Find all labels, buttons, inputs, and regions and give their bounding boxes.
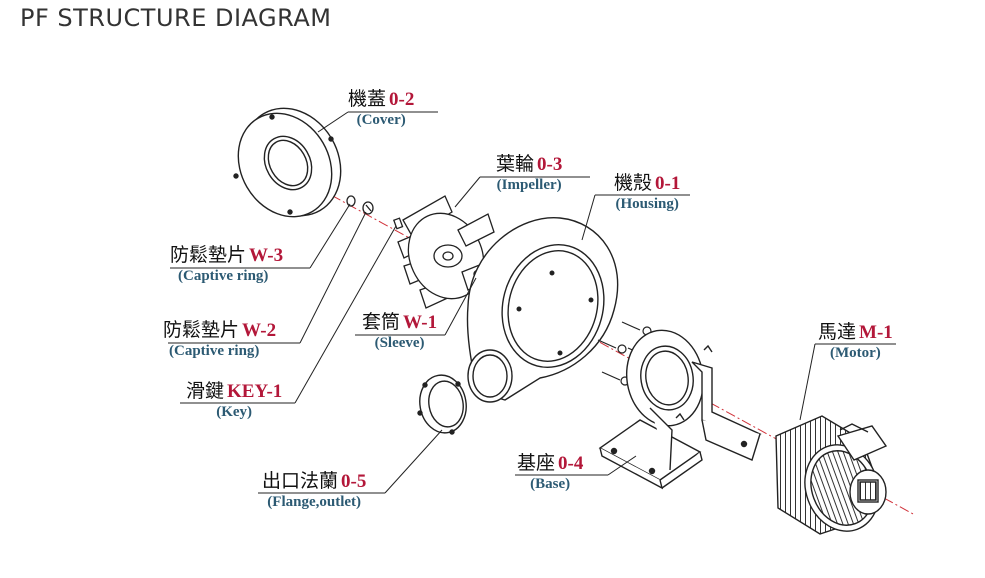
label-cover-en: (Cover) [356,112,406,128]
label-key-code: KEY-1 [227,381,283,402]
label-sleeve-zh: 套筒 [362,311,401,333]
label-sleeve-code: W-1 [403,312,438,333]
label-sleeve-en: (Sleeve) [374,335,425,351]
label-impeller-code: 0-3 [537,154,563,175]
label-captive-ring-2-zh: 防鬆墊片 [163,319,240,341]
label-captive-ring-2-en: (Captive ring) [169,343,260,359]
label-impeller-zh: 葉輪 [496,153,535,175]
page-title: PF STRUCTURE DIAGRAM [20,4,332,32]
motor-part [775,415,888,535]
label-base-code: 0-4 [558,453,584,474]
label-base-zh: 基座 [517,452,556,474]
label-captive-ring-2-code: W-2 [242,320,277,341]
housing-part [466,217,619,403]
small-rings [346,195,404,230]
label-motor-en: (Motor) [829,345,881,361]
cover-part [233,107,342,218]
flange-part [417,374,467,435]
label-motor-code: M-1 [859,322,893,343]
impeller-part [397,195,497,309]
label-housing-code: 0-1 [655,173,681,194]
label-impeller-en: (Impeller) [496,177,562,193]
label-flange-en: (Flange,outlet) [267,494,362,510]
label-flange-zh: 出口法蘭 [262,470,339,492]
label-captive-ring-3-en: (Captive ring) [178,268,269,284]
label-cover-code: 0-2 [389,89,415,110]
label-captive-ring-3-zh: 防鬆墊片 [170,244,247,266]
label-motor-zh: 馬達 [818,321,857,343]
label-captive-ring-3-code: W-3 [249,245,284,266]
base-part [598,329,762,490]
leader-lines [168,111,896,494]
label-base-en: (Base) [530,476,571,492]
label-flange-code: 0-5 [341,471,367,492]
label-key-en: (Key) [216,404,253,420]
label-key-zh: 滑鍵 [186,380,225,402]
label-housing-zh: 機殼 [614,172,653,194]
label-housing-en: (Housing) [615,196,679,212]
label-cover-zh: 機蓋 [348,88,387,110]
